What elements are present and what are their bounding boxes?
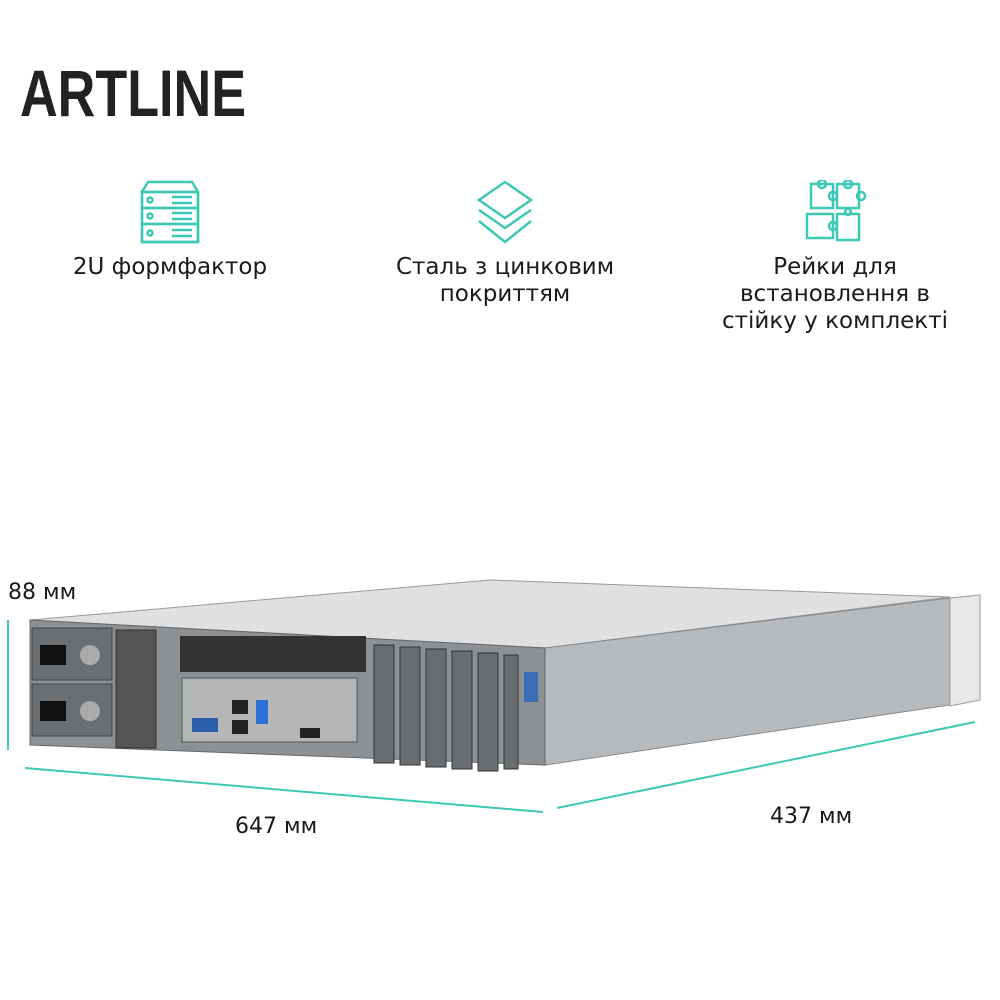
artline-logo: ARTLINE — [20, 58, 246, 118]
feature-label-line: стійку у комплекті — [721, 308, 948, 334]
feature-label-line: Рейки для — [773, 254, 897, 280]
feature-label: 2U формфактор — [72, 254, 268, 280]
width-dimension: 647 мм — [235, 814, 318, 839]
pcie-slots — [373, 644, 519, 772]
rack-ear — [949, 594, 981, 707]
vent — [115, 629, 157, 749]
feature-label-line: Сталь з цинковим — [395, 254, 615, 280]
dimension-lines — [7, 620, 976, 813]
server-chassis-image — [7, 579, 981, 813]
layers-icon — [476, 180, 534, 244]
feature-form-factor: 2U формфактор — [40, 180, 300, 281]
feature-galvanized-steel: Сталь з цинковим покриттям — [365, 180, 645, 308]
puzzle-icon — [805, 180, 867, 242]
feature-label-line: покриттям — [439, 281, 571, 307]
server-rack-icon — [140, 180, 200, 244]
feature-label-line: встановлення в — [740, 281, 930, 307]
feature-rails-included: Рейки для встановлення в стійку у компле… — [700, 180, 970, 335]
height-dimension: 88 мм — [8, 580, 77, 605]
io-panel — [181, 677, 358, 743]
svg-text:ARTLINE: ARTLINE — [20, 58, 246, 118]
depth-dimension: 437 мм — [770, 804, 853, 829]
grille — [180, 636, 366, 672]
